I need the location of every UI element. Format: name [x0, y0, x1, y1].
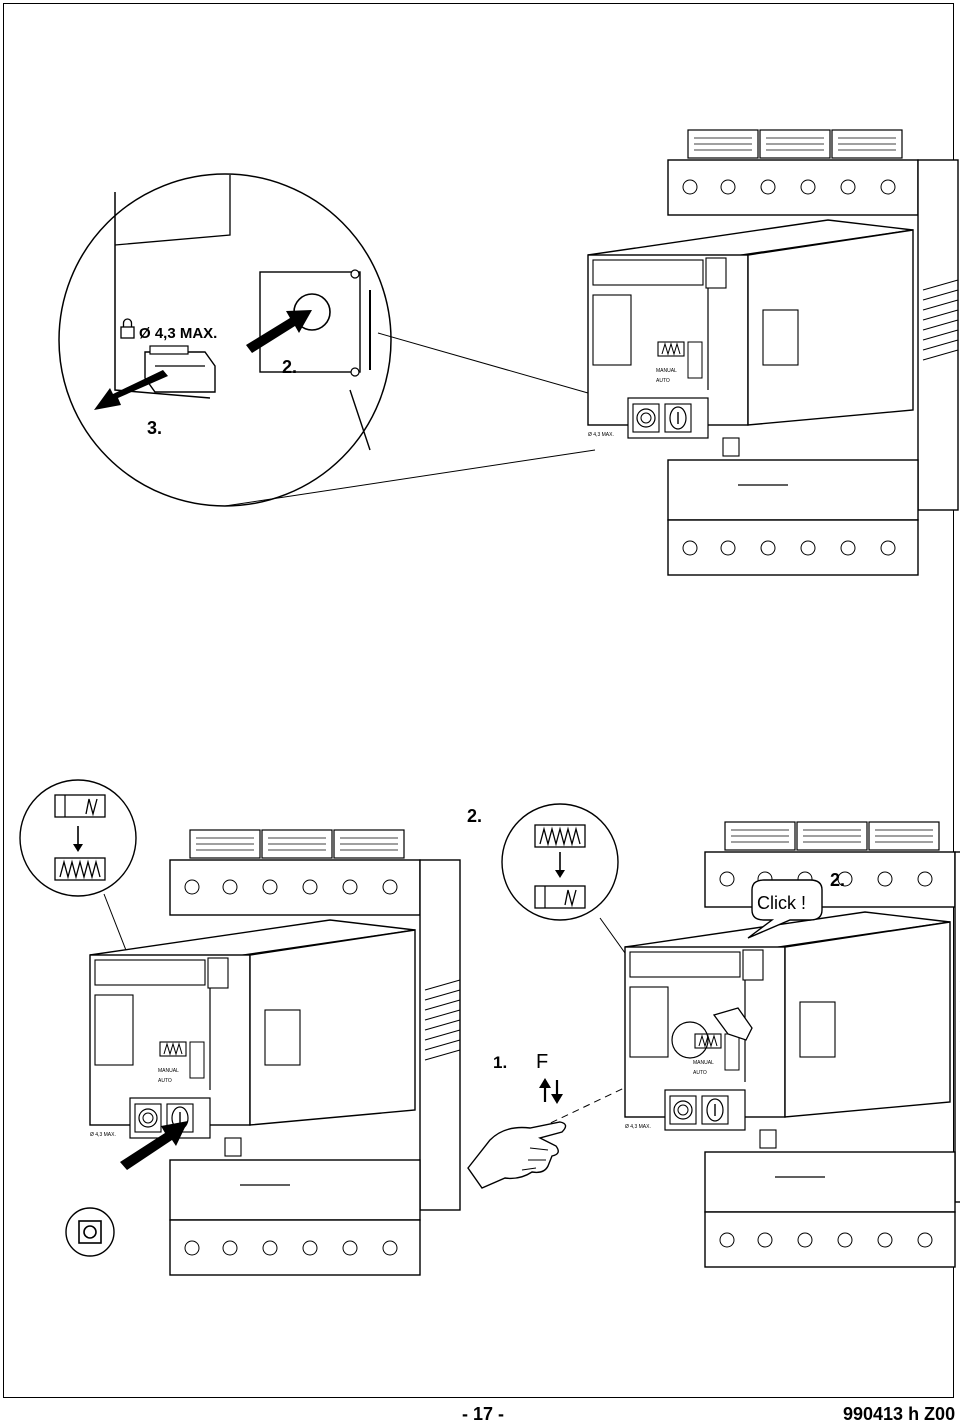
lock-label-small: Ø 4,3 MAX.: [588, 432, 614, 438]
spring-discharged-icon: [85, 798, 98, 817]
document-code: 990413 h Z00: [843, 1404, 956, 1424]
manual-label-3: MANUAL: [693, 1060, 714, 1066]
top-breaker: MANUAL AUTO Ø 4,3 MAX.: [587, 129, 959, 576]
auto-label: AUTO: [656, 378, 670, 384]
pull-arrow-icon: [94, 370, 168, 410]
bottom-left-breaker: MANUAL AUTO Ø 4,3 MAX.: [89, 829, 461, 1276]
step-force-label: 1.: [493, 1053, 507, 1072]
bottom-right-breaker: MANUAL AUTO Ø 4,3 MAX.: [624, 821, 960, 1268]
on-button-arrow-icon: [120, 1121, 188, 1170]
push-arrow-icon: [246, 310, 312, 353]
top-detail-zoom: Ø 4,3 MAX. 2. 3.: [58, 173, 596, 507]
up-down-arrows-icon: [539, 1078, 563, 1104]
padlock-icon: [120, 318, 135, 339]
hand-icon: [467, 1121, 567, 1189]
click-callout: Click !: [747, 879, 823, 939]
page-border: [3, 3, 954, 1398]
spring-charged-icon-2: [539, 826, 581, 847]
manual-label: MANUAL: [656, 368, 677, 374]
spring-indicator-detail-middle: 2.: [467, 803, 681, 1031]
spring-indicator-detail-left: [19, 779, 159, 1033]
lock-label-small-3: Ø 4,3 MAX.: [625, 1124, 651, 1130]
step-pull-label: 3.: [147, 418, 162, 438]
force-label: F: [536, 1051, 548, 1073]
spring-charged-icon: [59, 859, 101, 880]
manual-label-2: MANUAL: [158, 1068, 179, 1074]
pull-lever: [671, 1007, 753, 1059]
step-label-right: 2.: [830, 870, 845, 890]
lock-size-label: Ø 4,3 MAX.: [139, 325, 217, 342]
off-button-detail: [65, 1207, 115, 1257]
lock-label-small-2: Ø 4,3 MAX.: [90, 1132, 116, 1138]
step-label-middle: 2.: [467, 806, 482, 826]
step-push-label: 2.: [282, 357, 297, 377]
page-number: - 17 -: [462, 1404, 505, 1424]
click-text: Click !: [757, 893, 806, 913]
auto-label-3: AUTO: [693, 1070, 707, 1076]
spring-discharged-icon-2: [564, 889, 577, 908]
auto-label-2: AUTO: [158, 1078, 172, 1084]
